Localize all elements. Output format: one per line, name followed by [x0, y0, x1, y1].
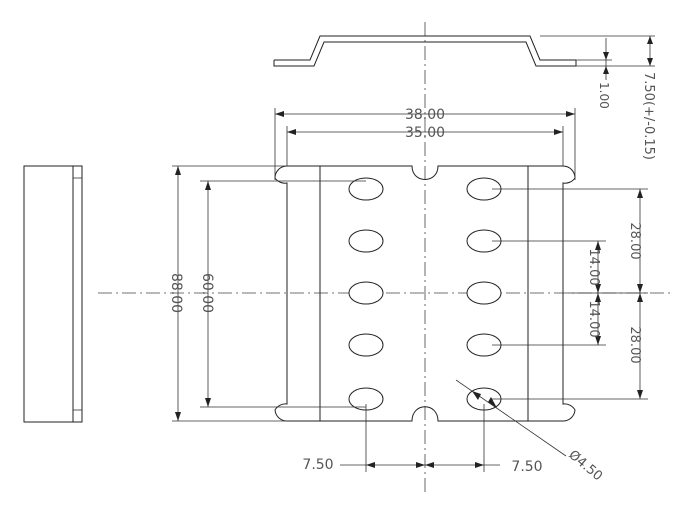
height-tolerance-dim: 7.50(+/-0.15)	[641, 72, 656, 160]
offset-left-dim: 7.50	[302, 457, 333, 473]
hole	[348, 333, 384, 357]
hole	[348, 281, 384, 305]
offset-right-dim: 7.50	[511, 459, 542, 475]
width-dimensions	[274, 108, 576, 180]
hole-diameter-dim: Ø4.50	[565, 448, 605, 485]
hole	[466, 281, 502, 305]
inner-width-dim: 35.00	[405, 125, 445, 141]
hole	[348, 177, 384, 201]
overall-length-dim: 88.00	[168, 273, 184, 313]
pitch-dimensions	[492, 188, 648, 400]
side-view	[23, 165, 83, 423]
offset-dimensions	[340, 379, 567, 472]
pitch-inner-bottom-dim: 14.00	[586, 300, 601, 337]
thickness-dim: 1.00	[597, 82, 611, 109]
overall-width-dim: 38.00	[405, 107, 445, 123]
plate-outline	[274, 165, 576, 422]
length-dimensions	[172, 165, 366, 422]
profile-view	[273, 35, 655, 80]
hole	[348, 229, 384, 253]
pitch-inner-top-dim: 14.00	[586, 248, 601, 285]
center-lines	[98, 22, 672, 492]
hole-span-dim: 60.00	[199, 273, 215, 313]
pitch-right-top-dim: 28.00	[627, 222, 642, 259]
pitch-right-bottom-dim: 28.00	[627, 326, 642, 363]
